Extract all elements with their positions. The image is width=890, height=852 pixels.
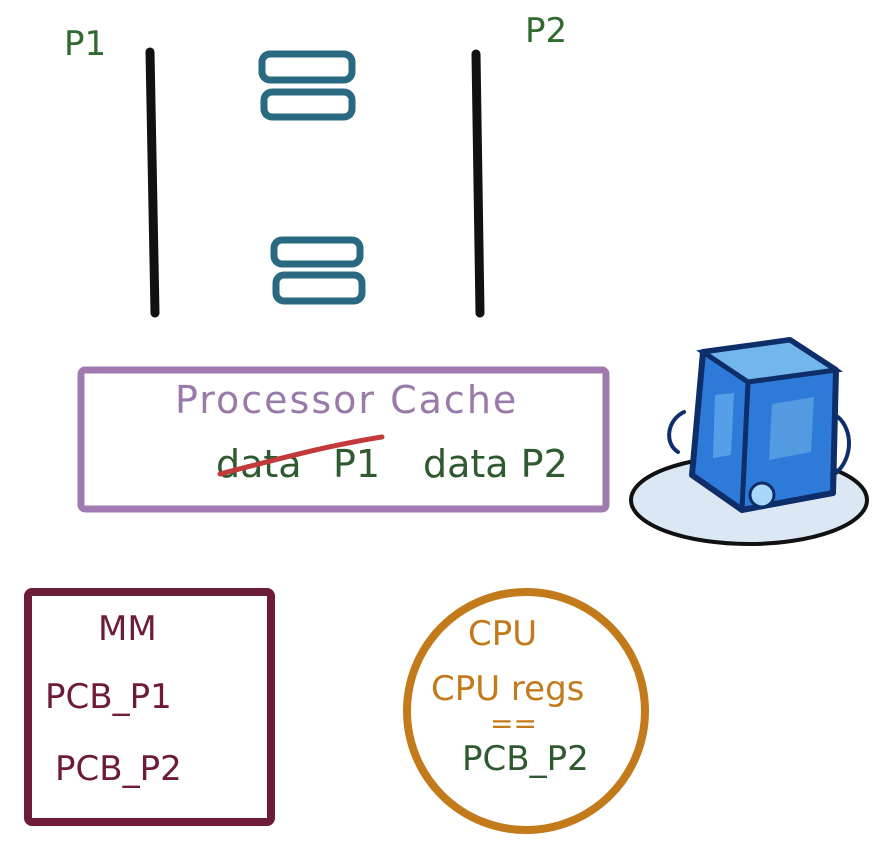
cache-new-entry: data P2: [423, 442, 568, 486]
cache-entry-strikethrough: [217, 434, 385, 477]
process-label-p1: P1: [64, 24, 106, 64]
context-switch-block-bottom: [270, 236, 366, 305]
cpu-register-value: PCB_P2: [462, 739, 589, 779]
cpu-regs-label: CPU regs: [431, 669, 584, 709]
cache-old-entry-owner: P1: [333, 442, 380, 486]
p2-timeline: [471, 49, 485, 318]
main-memory-item-1: PCB_P1: [45, 677, 172, 717]
cpu-circle: CPU CPU regs == PCB_P2: [403, 588, 649, 834]
main-memory-box: MM PCB_P1 PCB_P2: [24, 588, 275, 826]
context-switch-block-top: [258, 50, 356, 121]
main-memory-title: MM: [98, 609, 157, 649]
processor-cache-title: Processor Cache: [175, 378, 518, 422]
ice-cube-icon: [629, 337, 869, 546]
p1-timeline: [145, 47, 160, 318]
processor-cache-box: Processor Cache data P1 data P2: [77, 366, 610, 513]
cpu-equals-sign: ==: [490, 707, 537, 740]
main-memory-item-2: PCB_P2: [55, 749, 182, 789]
cpu-title: CPU: [468, 614, 537, 654]
process-label-p2: P2: [525, 11, 567, 51]
